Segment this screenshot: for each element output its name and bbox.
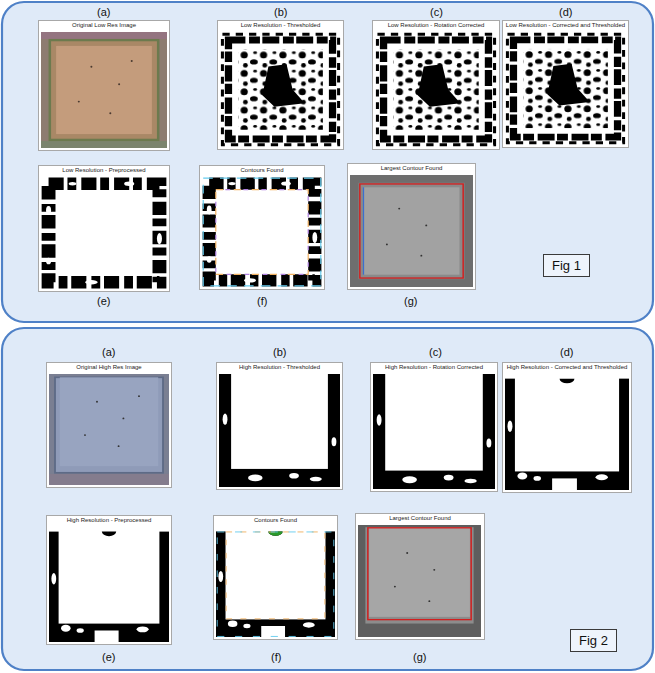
panel-letter: (d) xyxy=(559,6,572,18)
image-preprocessed xyxy=(49,527,169,642)
image-frame: Low Resolution - Thresholded xyxy=(217,20,344,150)
image-frame: Low Resolution - Rotation Corrected xyxy=(372,20,500,150)
image-preprocessed xyxy=(41,177,167,289)
panel-letter: (g) xyxy=(413,651,426,663)
panel-letter: (g) xyxy=(404,295,417,307)
panel-letter: (b) xyxy=(274,6,287,18)
figure-number: Fig 1 xyxy=(552,258,581,273)
panel-title: Original Low Res Image xyxy=(39,21,169,31)
image-thresholded xyxy=(219,374,340,487)
panel-letter: (c) xyxy=(430,6,443,18)
panel-title: Contours Found xyxy=(200,166,324,176)
image-rotated xyxy=(375,32,497,147)
image-corrected xyxy=(505,32,626,145)
panel-letter: (f) xyxy=(257,295,267,307)
image-thresholded xyxy=(220,32,341,147)
image-original xyxy=(41,32,167,148)
image-contours xyxy=(216,527,335,637)
panel-title: Low Resolution - Thresholded xyxy=(218,21,343,31)
image-frame: Contours Found xyxy=(199,165,325,290)
image-largest-contour xyxy=(358,525,481,637)
panel-letter: (d) xyxy=(560,346,573,358)
image-frame: High Resolution - Corrected and Threshol… xyxy=(502,362,632,493)
image-frame: High Resolution - Thresholded xyxy=(216,362,343,490)
image-frame: Original High Res Image xyxy=(46,362,172,488)
image-frame: High Resolution - Preprocessed xyxy=(46,515,172,645)
panel-title: Low Resolution - Rotation Corrected xyxy=(373,21,499,31)
image-frame: Low Resolution - Corrected and Threshold… xyxy=(502,20,629,148)
panel-letter: (e) xyxy=(97,295,110,307)
panel-letter: (a) xyxy=(97,6,110,18)
panel-title: Largest Contour Found xyxy=(348,164,475,174)
image-original xyxy=(49,374,169,485)
panel-title: Low Resolution - Corrected and Threshold… xyxy=(503,21,628,31)
figure-panel xyxy=(2,2,653,322)
panel-letter: (e) xyxy=(102,651,115,663)
image-frame: Largest Contour Found xyxy=(347,163,476,290)
image-frame: Original Low Res Image xyxy=(38,20,170,151)
panel-title: Low Resolution - Preprocessed xyxy=(39,166,169,176)
panel-title: High Resolution - Rotation Corrected xyxy=(371,363,497,373)
image-frame: Contours Found xyxy=(213,515,338,640)
panel-letter: (f) xyxy=(271,651,281,663)
figure-tag: Fig 2 xyxy=(570,629,617,652)
image-largest-contour xyxy=(350,175,473,287)
panel-letter: (c) xyxy=(429,346,442,358)
panel-title: Original High Res Image xyxy=(47,363,171,373)
figure-tag: Fig 1 xyxy=(543,254,590,277)
image-corrected xyxy=(505,374,629,490)
image-frame: Largest Contour Found xyxy=(355,513,485,640)
image-contours xyxy=(202,177,322,287)
panel-letter: (a) xyxy=(102,346,115,358)
panel-title: Largest Contour Found xyxy=(356,514,484,524)
image-frame: Low Resolution - Preprocessed xyxy=(38,165,170,292)
figure-panel xyxy=(2,328,653,670)
panel-title: High Resolution - Corrected and Threshol… xyxy=(503,363,631,373)
panel-title: High Resolution - Thresholded xyxy=(217,363,342,373)
image-frame: High Resolution - Rotation Corrected xyxy=(370,362,498,492)
figure-number: Fig 2 xyxy=(579,633,608,648)
panel-title: Contours Found xyxy=(214,516,337,526)
panel-title: High Resolution - Preprocessed xyxy=(47,516,171,526)
image-rotated xyxy=(373,374,495,489)
panel-letter: (b) xyxy=(273,346,286,358)
